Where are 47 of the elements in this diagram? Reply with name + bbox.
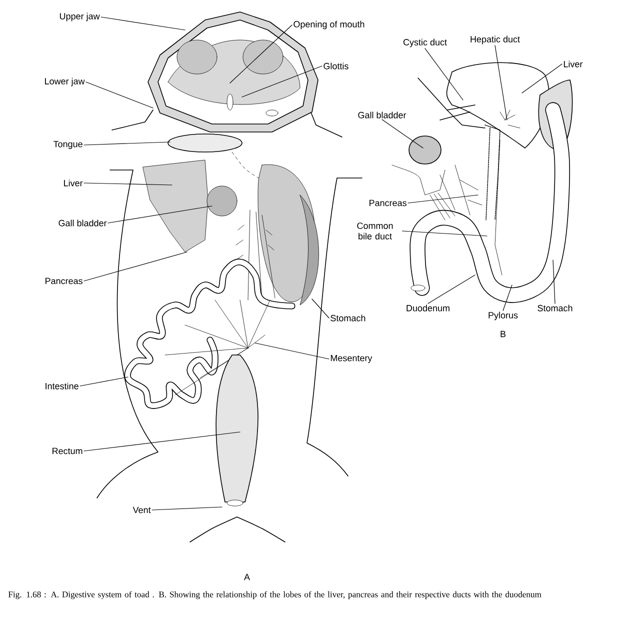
part-label: Gall bladder [358,112,406,118]
leader-line [382,119,424,148]
part-label: Stomach [330,314,366,322]
panel-letter: B [500,330,506,338]
figure-caption: Fig. 1.68 : A. Digestive system of toad . B. Showing the relationship of the lobes of the liver, pancreas and their respective ducts with the duodenum [8,591,542,600]
leader-line [100,16,186,30]
leader-line [408,194,478,204]
part-label: Hepatic duct [470,36,520,44]
part-label: Liver [64,180,83,186]
part-label: Vent [132,506,151,514]
leader-line [254,342,330,360]
leader-line [152,506,222,510]
leader-line [86,82,154,108]
leader-line [84,432,240,452]
part-label: Pylorus [488,312,518,320]
leader-line [428,274,476,304]
leader-line [242,66,322,98]
part-label: Upper jaw [60,12,100,22]
part-label: Common bile duct [357,222,393,240]
part-label: Glottis [324,62,348,70]
part-label: Gall bladder [58,220,107,226]
leader-line [230,24,292,84]
leader-line [84,182,172,186]
part-label: Rectum [52,448,82,454]
part-label: Intestine [46,382,78,390]
part-label: Liver [564,60,583,68]
part-label: Duodenum [406,304,450,312]
part-label: Mesentery [330,354,372,364]
part-label: Pancreas [370,200,406,206]
leader-line [80,376,128,386]
part-label: Opening of mouth [294,20,364,30]
part-label: Cystic duct [403,38,447,48]
leader-line [312,298,330,318]
leader-line [522,64,562,94]
part-label: Tongue [53,140,82,150]
leader-line [502,284,512,311]
leader-line [84,252,188,282]
leader-line [402,230,488,236]
leader-line [552,260,556,304]
leader-line [108,206,212,224]
panel-letter: A [244,574,250,580]
leader-line [84,142,170,146]
leader-line [494,45,508,120]
part-label: Stomach [538,304,572,312]
leader-line [424,48,464,100]
part-label: Lower jaw [45,78,85,86]
part-label: Pancreas [46,278,82,284]
